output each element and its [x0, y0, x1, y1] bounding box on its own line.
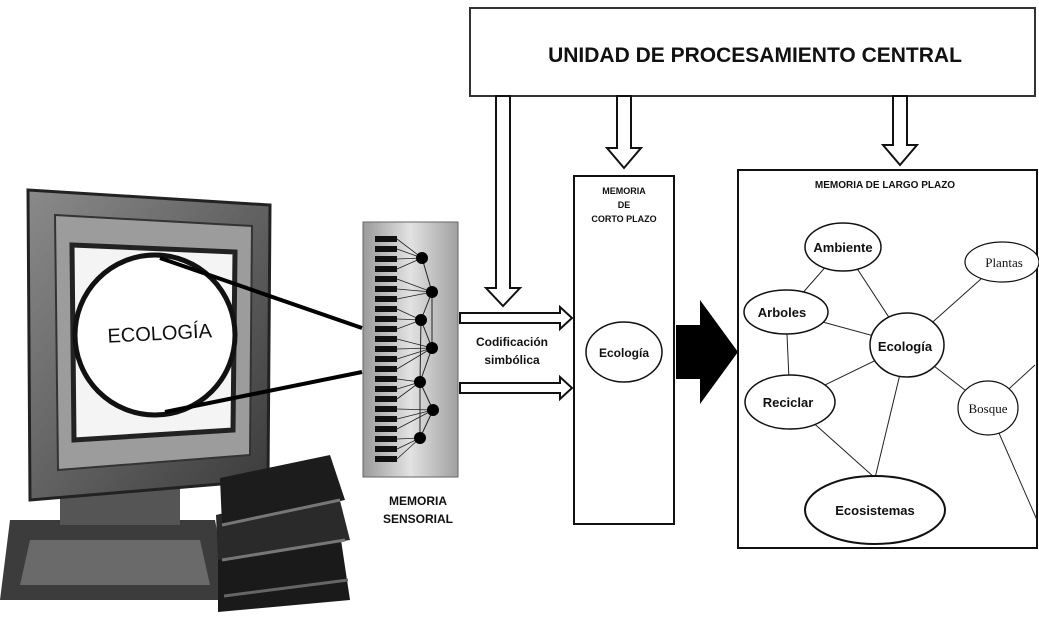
- short-term-title-line2: DE: [618, 200, 631, 210]
- sensory-bar: [375, 456, 397, 462]
- books-stack: [216, 455, 350, 612]
- concept-node-ambiente: Ambiente: [804, 222, 882, 272]
- network-node: [426, 286, 438, 298]
- concept-node-bosque: Bosque: [957, 380, 1019, 436]
- concept-node-reciclar: Reciclar: [744, 374, 836, 430]
- network-node: [415, 314, 427, 326]
- concept-label-ambiente: Ambiente: [813, 240, 872, 255]
- sensory-bar: [375, 446, 397, 452]
- sensory-bar: [375, 246, 397, 252]
- network-link: [419, 319, 422, 383]
- screen-word: ECOLOGÍA: [107, 319, 213, 347]
- concept-label-ecologia: Ecología: [878, 339, 933, 354]
- concept-node-plantas: Plantas: [964, 241, 1039, 283]
- sensory-bar: [375, 396, 397, 402]
- concept-label-reciclar: Reciclar: [763, 395, 814, 410]
- cpu-box: [469, 7, 1036, 97]
- sensory-bar: [375, 276, 397, 282]
- sensory-bar: [375, 436, 397, 442]
- network-link: [396, 347, 433, 360]
- transfer-arrow: [676, 300, 738, 404]
- computer-illustration: ECOLOGÍA: [0, 188, 272, 600]
- sensory-bar: [375, 266, 397, 272]
- network-link: [396, 409, 434, 430]
- sensory-bar: [375, 236, 397, 242]
- cpu-arrow-to-short-term: [604, 95, 644, 170]
- sensory-bar: [375, 426, 397, 432]
- concept-node-ecologia: Ecología: [869, 312, 945, 378]
- sensory-bar: [375, 336, 397, 342]
- sensory-bar: [375, 366, 397, 372]
- concept-node-arboles: Arboles: [743, 289, 829, 335]
- cpu-title: UNIDAD DE PROCESAMIENTO CENTRAL: [548, 44, 962, 67]
- short-term-title-line1: MEMORIA: [602, 186, 646, 196]
- screen-zoom-circle: [72, 252, 238, 418]
- zoom-line-bottom: [164, 370, 363, 414]
- sensory-bar: [375, 326, 397, 332]
- network-link: [396, 408, 434, 411]
- concept-label-ecosistemas: Ecosistemas: [835, 503, 915, 518]
- concept-label-bosque: Bosque: [969, 401, 1008, 416]
- long-term-title: MEMORIA DE LARGO PLAZO: [815, 180, 955, 191]
- sensory-bar: [375, 316, 397, 322]
- short-term-item-node: [585, 321, 663, 383]
- network-link: [396, 409, 434, 420]
- sensory-bar: [375, 356, 397, 362]
- concept-node-ecosistemas: Ecosistemas: [804, 475, 946, 545]
- concept-label-plantas: Plantas: [985, 255, 1023, 270]
- coding-arrow-top: [459, 304, 574, 332]
- sensory-memory-box: [362, 221, 459, 478]
- network-link: [396, 278, 433, 293]
- network-node: [426, 342, 438, 354]
- network-node: [416, 252, 428, 264]
- zoom-line-top: [159, 256, 363, 330]
- sensory-label-line1: MEMORIA: [389, 494, 447, 508]
- sensory-label-line2: SENSORIAL: [383, 512, 453, 526]
- sensory-bar: [375, 346, 397, 352]
- network-link: [396, 338, 433, 349]
- network-node: [414, 432, 426, 444]
- sensory-bar: [375, 296, 397, 302]
- coding-label-line1: Codificación: [476, 335, 548, 349]
- sensory-bar: [375, 416, 397, 422]
- concept-label-arboles: Arboles: [758, 305, 806, 320]
- network-node: [414, 376, 426, 388]
- sensory-neural-network: [396, 238, 439, 460]
- sensory-bar: [375, 386, 397, 392]
- network-link: [396, 347, 433, 370]
- short-term-item-label: Ecología: [599, 346, 649, 360]
- network-link: [419, 347, 433, 383]
- coding-label-line2: simbólica: [484, 353, 540, 367]
- sensory-bar: [375, 376, 397, 382]
- cpu-arrow-to-long-term: [880, 95, 920, 167]
- cpu-arrow-to-coding: [483, 95, 523, 308]
- network-node: [427, 404, 439, 416]
- coding-arrow-bottom: [459, 374, 574, 402]
- sensory-bar: [375, 286, 397, 292]
- short-term-title-line3: CORTO PLAZO: [591, 214, 656, 224]
- sensory-bar: [375, 256, 397, 262]
- sensory-input-bars: [375, 236, 397, 462]
- sensory-bar: [375, 406, 397, 412]
- sensory-bar: [375, 306, 397, 312]
